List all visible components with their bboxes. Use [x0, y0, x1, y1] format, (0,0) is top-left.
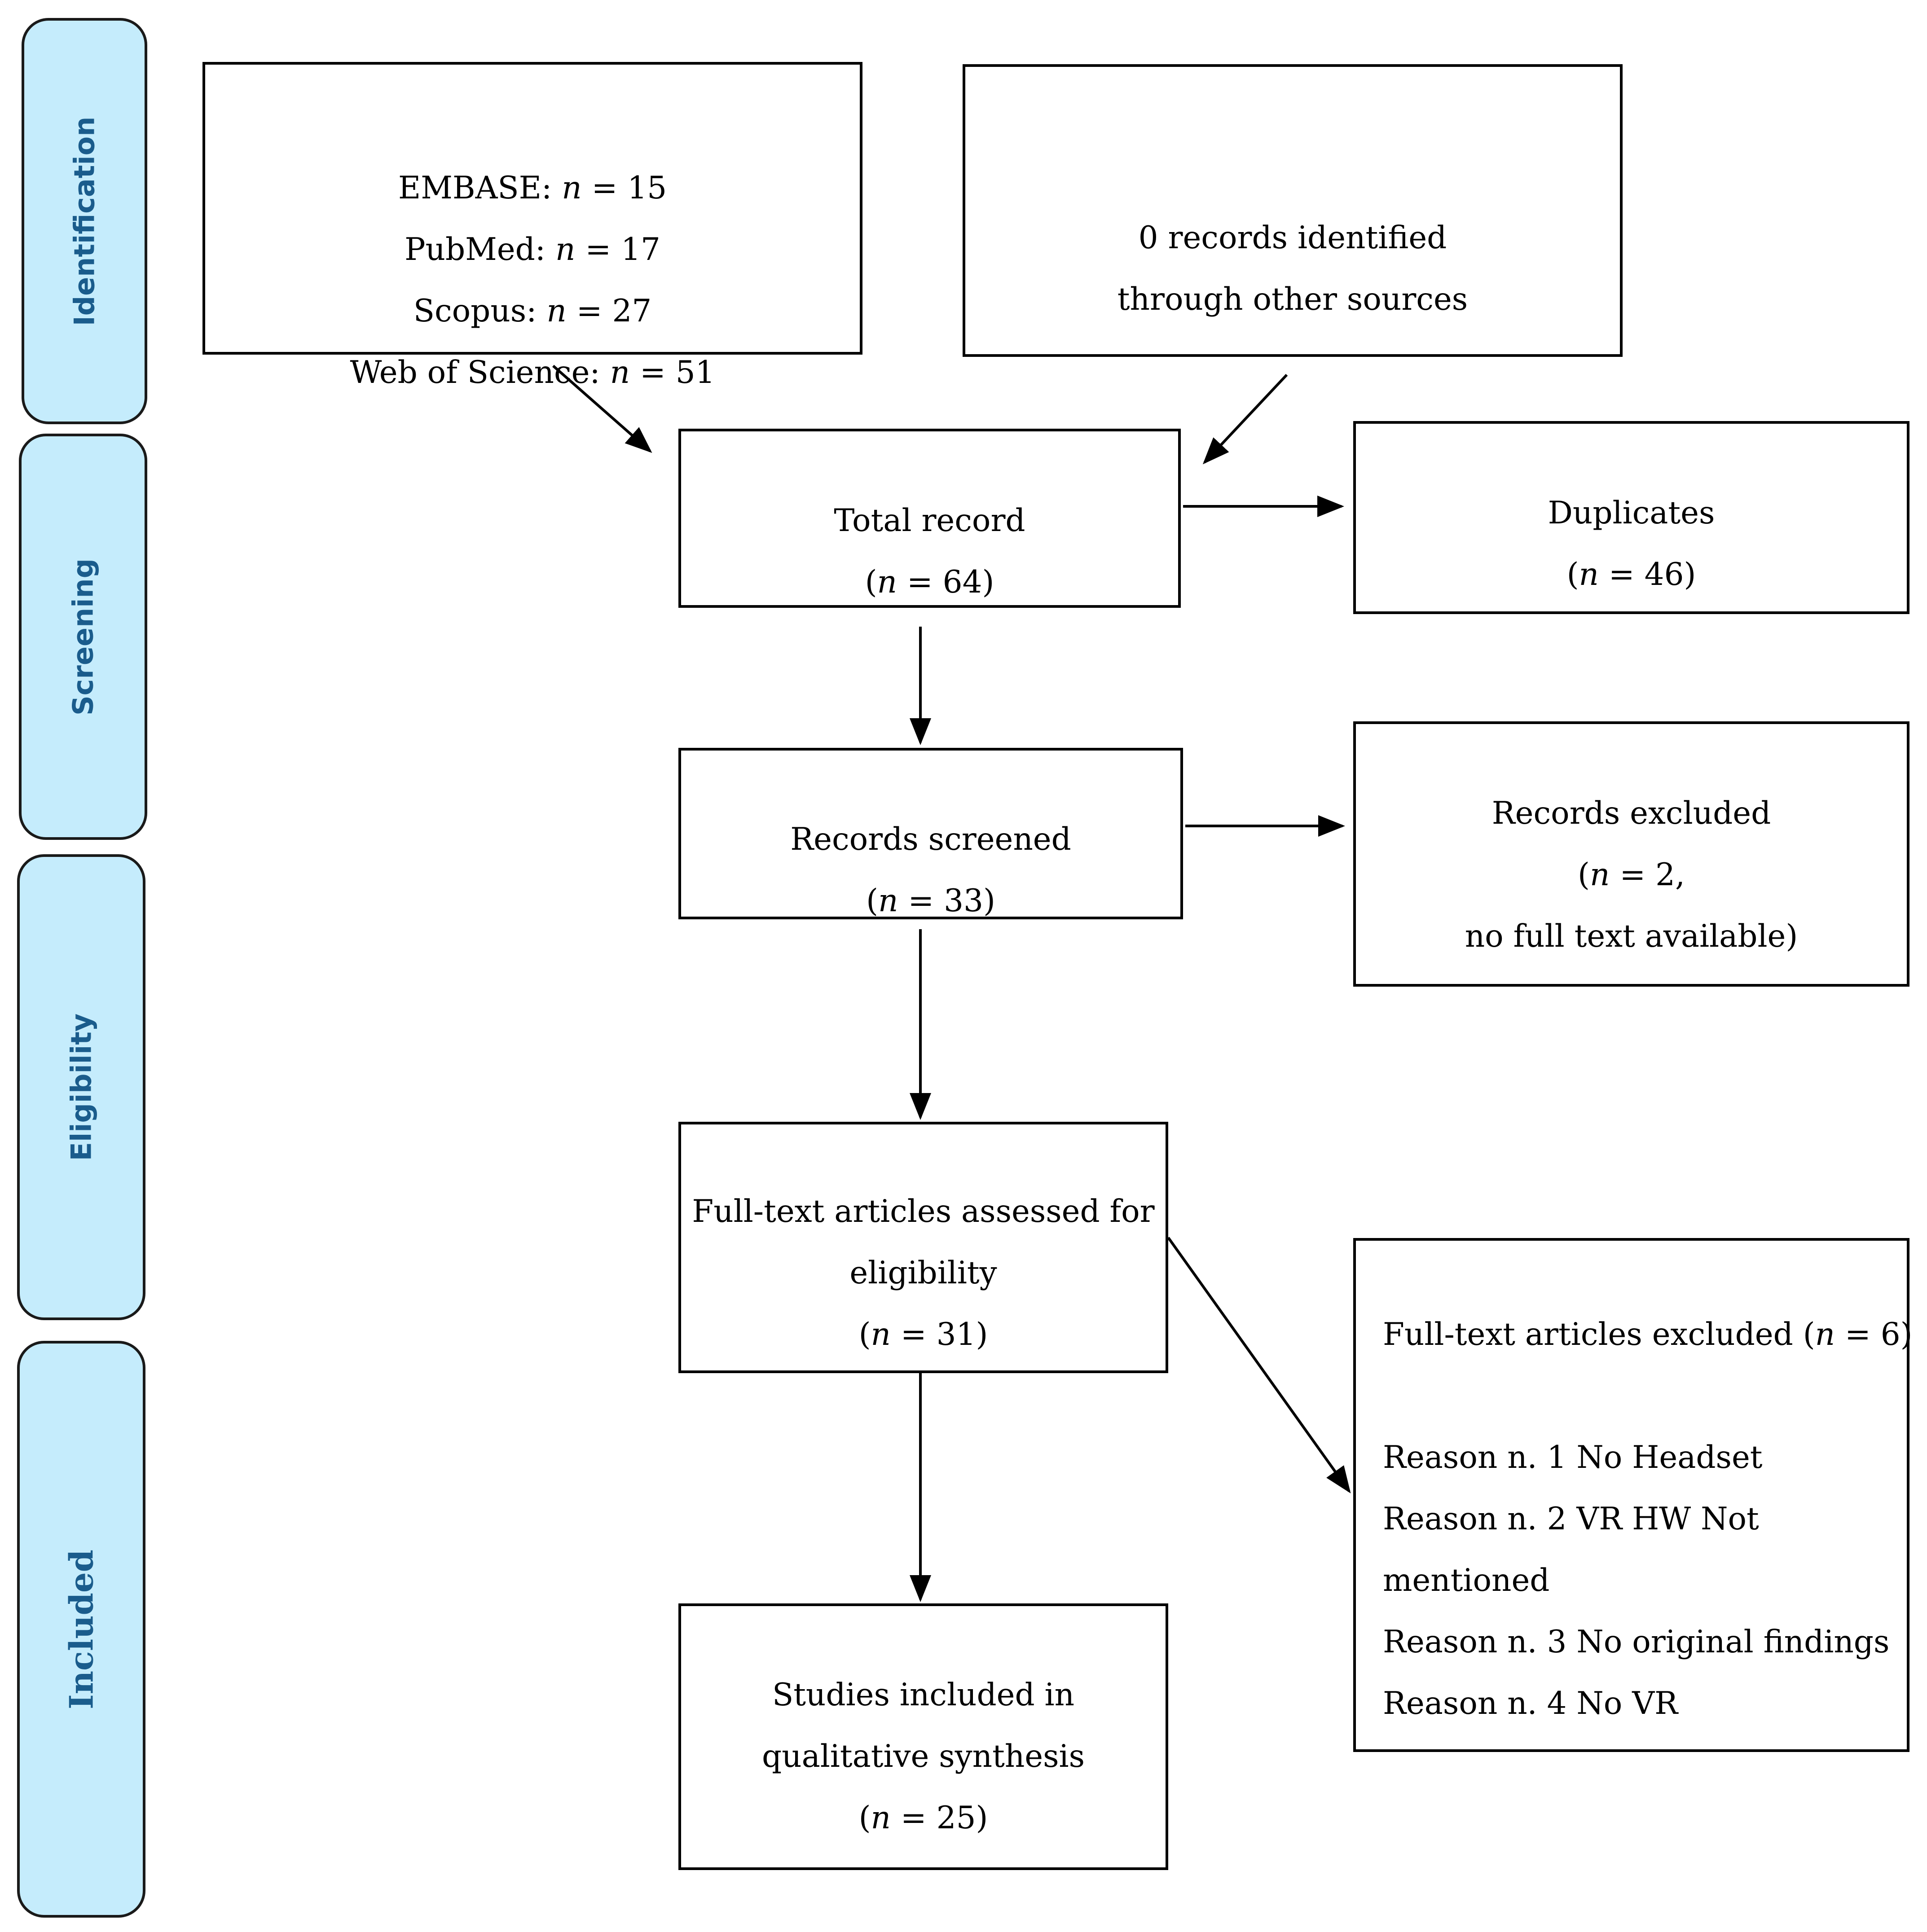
records-excluded-title: Records excluded — [1491, 795, 1771, 831]
records-screened-count: (n = 33) — [866, 883, 995, 919]
stage-identification: Identification — [22, 18, 147, 424]
records-excluded-note: no full text available) — [1465, 918, 1798, 954]
full-text-excluded-box: Full-text articles excluded (n = 6) Reas… — [1353, 1238, 1913, 1752]
reason-2-continued: mentioned — [1383, 1563, 1550, 1598]
duplicates-title: Duplicates — [1548, 495, 1715, 531]
full-text-assessed-count: (n = 31) — [858, 1317, 988, 1352]
scopus-line: Scopus: n = 27 — [413, 293, 652, 329]
records-excluded-count: (n = 2, — [1578, 857, 1685, 893]
reason-4: Reason n. 4 No VR — [1383, 1686, 1678, 1721]
reason-2: Reason n. 2 VR HW Not — [1383, 1501, 1759, 1537]
stage-included: Included — [17, 1341, 145, 1918]
full-text-assessed-line2: eligibility — [849, 1255, 997, 1291]
databases-box: EMBASE: n = 15 PubMed: n = 17 Scopus: n … — [202, 62, 862, 391]
pubmed-line: PubMed: n = 17 — [405, 232, 660, 268]
records-screened-box: Records screened (n = 33) — [678, 748, 1183, 919]
total-record-title: Total record — [834, 503, 1025, 539]
records-excluded-box: Records excluded (n = 2, no full text av… — [1353, 721, 1909, 987]
wos-line: Web of Science: n = 51 — [350, 355, 715, 391]
total-record-count: (n = 64) — [865, 564, 994, 600]
embase-line: EMBASE: n = 15 — [398, 170, 667, 206]
stage-eligibility: Eligibility — [17, 854, 145, 1320]
included-line1: Studies included in — [772, 1677, 1075, 1713]
included-line2: qualitative synthesis — [761, 1739, 1085, 1774]
duplicates-box: Duplicates (n = 46) — [1353, 421, 1909, 614]
included-count: (n = 25) — [858, 1800, 988, 1836]
reason-3: Reason n. 3 No original findings — [1383, 1624, 1890, 1660]
duplicates-count: (n = 46) — [1566, 557, 1696, 593]
included-box: Studies included in qualitative synthesi… — [678, 1603, 1168, 1870]
arrow-other-to-total — [1202, 373, 1288, 465]
other-sources-box: 0 records identified through other sourc… — [963, 64, 1623, 357]
full-text-assessed-line1: Full-text articles assessed for — [692, 1194, 1155, 1229]
arrow-assessed-to-fulltext-excluded — [1167, 1237, 1351, 1493]
other-sources-line1: 0 records identified — [1138, 220, 1447, 256]
total-record-box: Total record (n = 64) — [678, 429, 1181, 608]
full-text-excluded-title: Full-text articles excluded (n = 6) — [1383, 1317, 1913, 1352]
reason-1: Reason n. 1 No Headset — [1383, 1440, 1763, 1475]
other-sources-line2: through other sources — [1117, 281, 1468, 317]
full-text-assessed-box: Full-text articles assessed for eligibil… — [678, 1122, 1168, 1373]
arrow-databases-to-total — [552, 364, 652, 453]
records-screened-title: Records screened — [790, 821, 1071, 857]
stage-screening: Screening — [19, 434, 147, 840]
